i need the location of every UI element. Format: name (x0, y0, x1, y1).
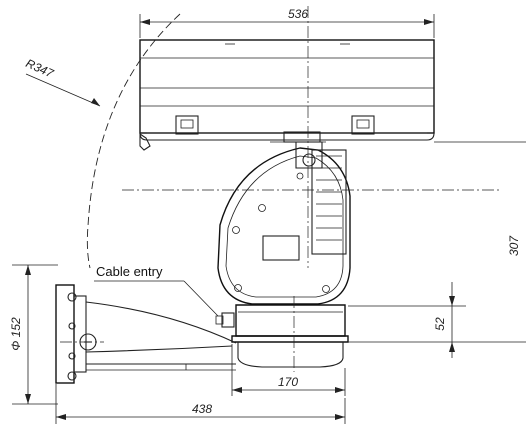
dim-height-right: 307 (507, 235, 521, 256)
pan-base (215, 304, 349, 368)
dim-base-height: 52 (433, 317, 447, 331)
wall-bracket (55, 284, 237, 384)
dimension-lines (12, 14, 526, 424)
center-lines (60, 6, 500, 372)
dim-diameter: Φ 152 (9, 317, 23, 351)
dim-housing-width: 536 (288, 7, 308, 21)
cable-entry-callout: Cable entry (96, 264, 163, 279)
dim-base-width: 170 (278, 375, 298, 389)
dim-total-depth: 438 (192, 402, 212, 416)
dim-radius: R347 (24, 56, 57, 81)
radius-arc (25, 13, 181, 269)
pan-tilt-body (217, 141, 351, 305)
camera-housing (139, 39, 435, 151)
